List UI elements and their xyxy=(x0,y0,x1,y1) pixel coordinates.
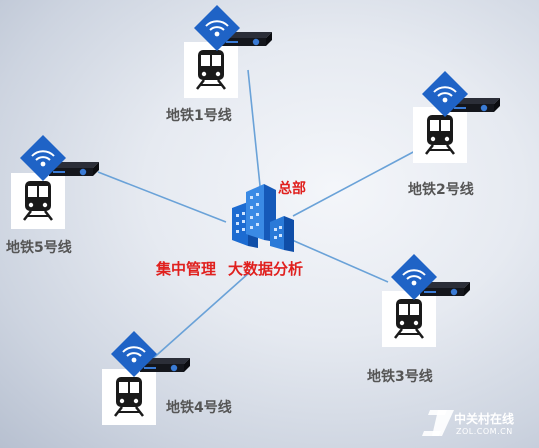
hq-function-analytics: 大数据分析 xyxy=(228,260,304,278)
station-1 xyxy=(182,4,272,100)
watermark-cn: 中关村在线 xyxy=(454,412,515,426)
connector-line-1 xyxy=(247,69,263,206)
watermark-en: ZOL.COM.CN xyxy=(456,427,513,436)
connector-line-3 xyxy=(291,239,389,283)
connector-line-4 xyxy=(139,271,251,371)
station-3 xyxy=(380,253,470,349)
station-5 xyxy=(9,134,99,231)
hq-functions: 集中管理大数据分析 xyxy=(156,258,303,279)
station-1-label: 地铁1号线 xyxy=(166,108,232,124)
connector-line-5 xyxy=(97,171,227,223)
zol-logo-icon xyxy=(422,410,454,436)
station-2-label: 地铁2号线 xyxy=(408,182,474,198)
station-3-label: 地铁3号线 xyxy=(367,369,433,385)
station-2 xyxy=(411,70,500,165)
train-icon xyxy=(9,171,67,231)
hq-name: 总部 xyxy=(278,181,306,197)
connector-line-2 xyxy=(292,149,418,217)
connector-lines xyxy=(97,69,418,371)
train-icon xyxy=(411,105,469,165)
train-icon xyxy=(182,40,240,100)
station-4-label: 地铁4号线 xyxy=(166,400,232,416)
train-icon xyxy=(100,367,158,427)
hq-function-management: 集中管理 xyxy=(156,260,217,278)
hq-building-icon xyxy=(232,184,294,252)
station-5-label: 地铁5号线 xyxy=(6,240,72,256)
train-icon xyxy=(380,289,438,349)
